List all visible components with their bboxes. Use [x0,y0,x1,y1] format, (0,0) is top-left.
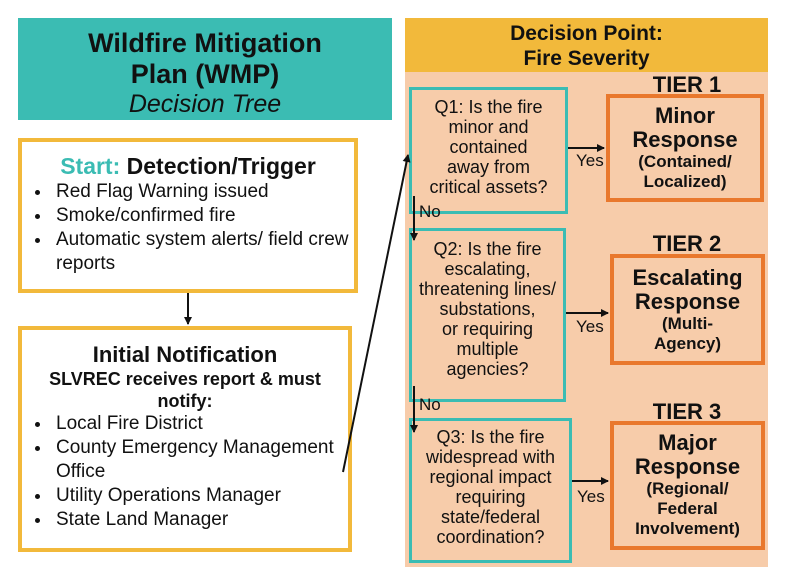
decision-header: Decision Point: Fire Severity [405,18,768,72]
question-3-box: Q3: Is the fire widespread with regional… [409,418,572,563]
question-line: state/federal [440,507,541,527]
question-line: minor and [448,117,529,137]
question-line: away from [446,157,531,177]
list-item: Automatic system alerts/ field crew repo… [52,228,354,276]
question-line: requiring [455,487,526,507]
start-box: Start: Detection/Trigger Red Flag Warnin… [18,138,358,293]
question-line: Q3: Is the fire [436,427,545,447]
question-line: substations, [439,299,536,319]
title-line-1: Wildfire Mitigation [88,28,322,58]
tier-desc-line: Localized) [643,172,727,191]
notification-subheading: SLVREC receives report & must notify: [49,369,321,411]
list-item: Local Fire District [52,412,348,436]
tier-desc-line: Involvement) [635,519,740,538]
tier-name-line: Response [634,454,741,479]
no-label-1: No [419,202,441,221]
notification-heading: Initial Notification [92,342,278,367]
tier-2-label: TIER 2 [652,231,722,256]
yes-label-1: Yes [576,151,604,170]
question-line: regional impact [429,467,552,487]
tier-desc-line: (Multi- [662,314,713,333]
decision-header-line-2: Fire Severity [523,47,650,70]
tier-desc-line: (Contained/ [638,152,732,171]
question-1-box: Q1: Is the fire minor and contained away… [409,87,568,214]
notify-list: Local Fire District County Emergency Man… [22,412,348,532]
list-item: Red Flag Warning issued [52,180,354,204]
question-2-box: Q2: Is the fire escalating, threatening … [409,228,566,402]
arrow-notification-to-q1 [342,154,411,473]
tier-3-label: TIER 3 [652,399,722,424]
tier-name-line: Response [632,127,738,152]
title-line-2: Plan (WMP) [130,59,280,89]
trigger-list: Red Flag Warning issued Smoke/confirmed … [22,180,354,276]
tier-name-line: Major [658,430,717,455]
tier-name-line: Escalating [632,265,743,290]
question-line: contained [449,137,528,157]
question-line: escalating, [444,259,531,279]
question-line: widespread with [425,447,556,467]
start-heading: Start: Detection/Trigger [22,152,354,180]
list-item: State Land Manager [52,508,348,532]
tier-desc-line: Agency) [653,334,722,353]
list-item: Utility Operations Manager [52,484,348,508]
question-line: critical assets? [429,177,548,197]
no-label-2: No [419,395,441,414]
question-line: agencies? [446,359,529,379]
tier-1-box: Minor Response (Contained/ Localized) [606,94,764,202]
question-line: threatening lines/ [418,279,557,299]
question-line: Q2: Is the fire [433,239,542,259]
question-line: coordination? [436,527,545,547]
list-item: Smoke/confirmed fire [52,204,354,228]
question-line: or requiring [441,319,534,339]
tier-2-box: Escalating Response (Multi- Agency) [610,254,765,365]
yes-label-3: Yes [577,487,605,506]
question-line: Q1: Is the fire [434,97,543,117]
decision-header-line-1: Decision Point: [510,22,663,45]
tier-1-label: TIER 1 [652,72,722,97]
title-box: Wildfire Mitigation Plan (WMP) Decision … [18,18,392,120]
start-title: Detection/Trigger [126,153,316,179]
tier-desc-line: (Regional/ [646,479,729,498]
yes-label-2: Yes [576,317,604,336]
tier-desc-line: Federal [657,499,718,518]
notification-box: Initial Notification SLVREC receives rep… [18,326,352,552]
tier-name-line: Minor [655,103,715,128]
start-label: Start: [60,153,121,179]
question-line: multiple [456,339,519,359]
tier-3-box: Major Response (Regional/ Federal Involv… [610,421,765,550]
tier-name-line: Response [634,289,741,314]
title-subtitle: Decision Tree [128,90,282,118]
list-item: County Emergency Management Office [52,436,348,484]
